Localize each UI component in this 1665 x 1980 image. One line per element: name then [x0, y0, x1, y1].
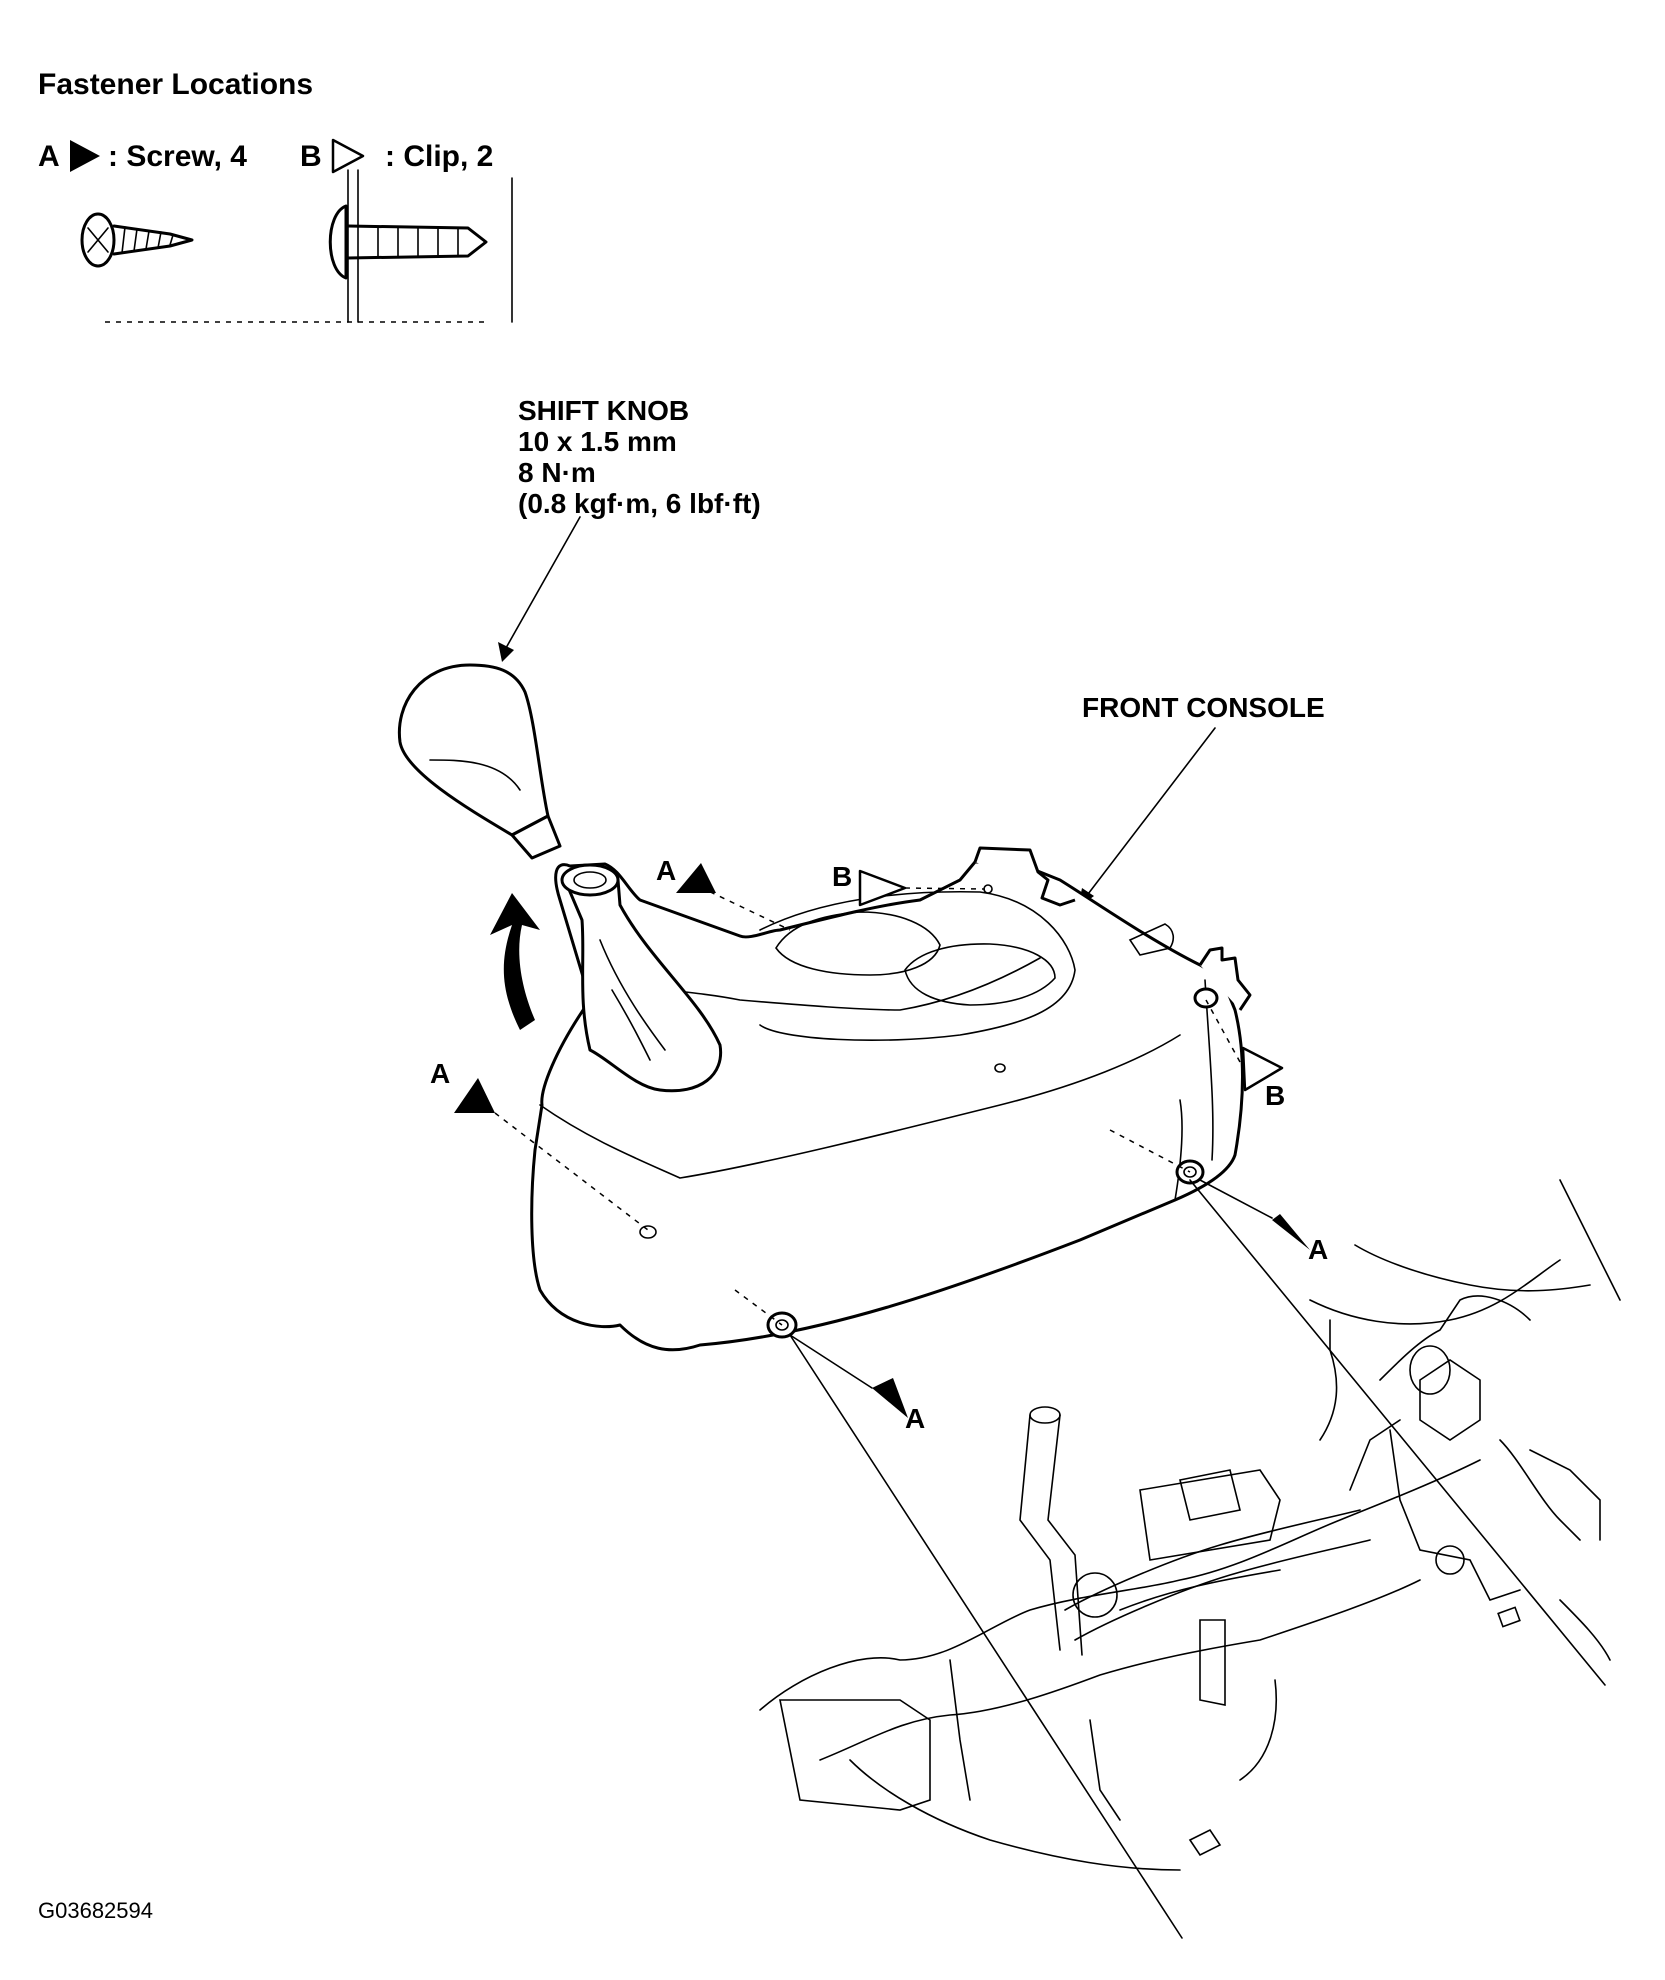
hole-b-right — [1193, 987, 1219, 1009]
hole-a-left — [639, 1225, 657, 1239]
removal-arrow-icon — [490, 893, 540, 1030]
marker-a-top-letter: A — [656, 855, 677, 886]
marker-b-right-icon — [1241, 1046, 1284, 1092]
filled-triangle-icon — [70, 140, 100, 172]
hole-a-inner — [994, 1063, 1006, 1073]
legend-a-letter: A — [38, 140, 60, 173]
shift-boot — [560, 863, 723, 1093]
marker-a-top-icon — [676, 863, 716, 893]
marker-b-right-letter: B — [1265, 1080, 1286, 1111]
shift-knob-name: SHIFT KNOB — [518, 395, 690, 426]
figure-id: G03682594 — [38, 1898, 153, 1923]
legend-b-label: : Clip, 2 — [385, 140, 494, 173]
legend-b-letter: B — [300, 140, 322, 173]
marker-a-left-icon — [454, 1078, 495, 1113]
shift-knob-torque-alt: (0.8 kgf·m, 6 lbf·ft) — [518, 488, 761, 519]
marker-a-left-letter: A — [430, 1058, 451, 1089]
clip-icon — [105, 169, 513, 323]
legend-a-label: : Screw, 4 — [108, 140, 247, 173]
shift-knob — [397, 663, 562, 860]
shift-knob-thread: 10 x 1.5 mm — [518, 426, 677, 457]
marker-a-right-icon — [1272, 1214, 1310, 1250]
front-console-label: FRONT CONSOLE — [1082, 692, 1325, 723]
diagram-title: Fastener Locations — [38, 68, 314, 101]
shift-knob-callout: SHIFT KNOB 10 x 1.5 mm 8 N·m (0.8 kgf·m,… — [518, 395, 761, 519]
open-triangle-icon — [331, 138, 365, 174]
marker-a-right-letter: A — [1308, 1234, 1329, 1265]
front-console-leader — [1084, 727, 1216, 899]
shift-knob-torque: 8 N·m — [518, 457, 596, 488]
marker-a-bottom-letter: A — [905, 1403, 926, 1434]
marker-a-bottom-icon — [872, 1378, 908, 1418]
screw-icon — [80, 212, 194, 268]
shift-knob-leader — [501, 516, 581, 656]
marker-b-top-letter: B — [832, 861, 853, 892]
shifter-mechanism — [759, 923, 1621, 1871]
front-console — [530, 846, 1252, 1352]
marker-b-top-icon — [858, 869, 907, 907]
